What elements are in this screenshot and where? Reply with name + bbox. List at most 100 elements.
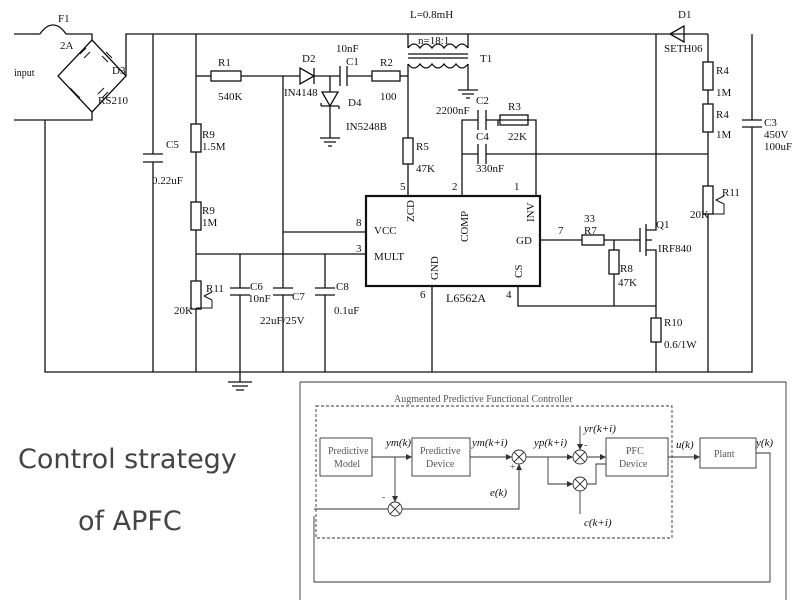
circuit-wires bbox=[14, 24, 762, 391]
signal-u-k: u(k) bbox=[676, 439, 694, 451]
ic-pin-inv: INV bbox=[525, 202, 537, 222]
caption-line-2: of APFC bbox=[78, 506, 182, 537]
ic-pin-number-1: 1 bbox=[514, 181, 520, 193]
circuit-labels: F1 2A input D3 RS210 R1 540K D2 IN4148 1… bbox=[14, 9, 792, 351]
label-r5-value: 47K bbox=[416, 163, 435, 175]
label-c2-value: 2200nF bbox=[436, 105, 470, 117]
label-r11-right: R11 bbox=[722, 187, 740, 199]
label-q1-value: IRF840 bbox=[658, 243, 692, 255]
label-r10: R10 bbox=[664, 317, 683, 329]
ic-pin-cs: CS bbox=[513, 265, 525, 278]
ic-pin-number-3: 3 bbox=[356, 243, 362, 255]
label-d4: D4 bbox=[348, 97, 362, 109]
label-r11-left: R11 bbox=[206, 283, 224, 295]
summing-junction-4 bbox=[387, 501, 403, 517]
block-pfc-device-line-1: PFC bbox=[626, 446, 644, 457]
label-r11-left-value: 20K bbox=[174, 305, 193, 317]
label-c7-value: 22uF/25V bbox=[260, 315, 305, 327]
label-d2: D2 bbox=[302, 53, 315, 65]
label-r9-top-value: 1.5M bbox=[202, 141, 226, 153]
label-turns-ratio: n=18:1 bbox=[418, 35, 449, 47]
summing-junction-2 bbox=[572, 449, 588, 465]
ic-pin-number-2: 2 bbox=[452, 181, 458, 193]
label-r7: R7 bbox=[584, 225, 597, 237]
ic-pin-number-5: 5 bbox=[400, 181, 406, 193]
label-r9-bottom: R9 bbox=[202, 205, 215, 217]
label-f1-value: 2A bbox=[60, 40, 74, 52]
label-r3-value: 22K bbox=[508, 131, 527, 143]
block-predictive-model-line-1: Predictive bbox=[328, 446, 369, 457]
block-predictive-model bbox=[319, 437, 373, 477]
label-d1: D1 bbox=[678, 9, 691, 21]
ic-pin-number-4: 4 bbox=[506, 289, 512, 301]
block-pfc-device bbox=[605, 437, 669, 477]
label-d2-value: IN4148 bbox=[284, 87, 318, 99]
label-r8-value: 47K bbox=[618, 277, 637, 289]
label-c8: C8 bbox=[336, 281, 349, 293]
caption-line-1: Control strategy bbox=[18, 444, 237, 475]
label-c2: C2 bbox=[476, 95, 489, 107]
block-predictive-device-line-2: Device bbox=[426, 459, 455, 470]
label-r3: R3 bbox=[508, 101, 521, 113]
label-r10-value: 0.6/1W bbox=[664, 339, 697, 351]
label-r1-value: 540K bbox=[218, 91, 243, 103]
label-c3-value: 100uF bbox=[764, 141, 792, 153]
label-c6: C6 bbox=[250, 281, 263, 293]
ic-pin-number-7: 7 bbox=[558, 225, 564, 237]
summing-junction-3 bbox=[572, 476, 588, 492]
label-c4-value: 330nF bbox=[476, 163, 504, 175]
block-plant-label: Plant bbox=[714, 449, 735, 460]
signal-ym-k: ym(k) bbox=[385, 437, 411, 449]
signal-c-k-i: c(k+i) bbox=[584, 517, 612, 529]
block-predictive-device-line-1: Predictive bbox=[420, 446, 461, 457]
block-predictive-model-line-2: Model bbox=[334, 459, 360, 470]
label-r7-value: 33 bbox=[584, 213, 596, 225]
label-t1: T1 bbox=[480, 53, 492, 65]
label-r4-top: R4 bbox=[716, 65, 729, 77]
ic-pin-number-8: 8 bbox=[356, 217, 362, 229]
label-r9-top: R9 bbox=[202, 129, 215, 141]
label-r4-bottom: R4 bbox=[716, 109, 729, 121]
label-c3: C3 bbox=[764, 117, 777, 129]
label-c5: C5 bbox=[166, 139, 179, 151]
label-rs210: RS210 bbox=[98, 95, 128, 107]
label-f1: F1 bbox=[58, 13, 70, 25]
signal-yr-k-i: yr(k+i) bbox=[583, 423, 616, 435]
label-input: input bbox=[14, 68, 35, 79]
label-r2: R2 bbox=[380, 57, 393, 69]
signal-ym-k-i: ym(k+i) bbox=[471, 437, 508, 449]
label-c5-value: 0.22uF bbox=[152, 175, 183, 187]
ic-pin-comp: COMP bbox=[459, 211, 471, 242]
controller-diagram: Augmented Predictive Functional Controll… bbox=[299, 381, 787, 600]
label-r1: R1 bbox=[218, 57, 231, 69]
label-c8-value: 0.1uF bbox=[334, 305, 359, 317]
ic-pin-mult: MULT bbox=[374, 251, 404, 263]
label-c7: C7 bbox=[292, 291, 305, 303]
ic-name: L6562A bbox=[446, 291, 486, 305]
label-c1: C1 bbox=[346, 56, 359, 68]
label-d1-value: SETH06 bbox=[664, 43, 703, 55]
ic-pin-vcc: VCC bbox=[374, 225, 397, 237]
label-q1: Q1 bbox=[656, 219, 669, 231]
sign-minus-junction-2: - bbox=[584, 440, 587, 451]
label-c6-value: 10nF bbox=[248, 293, 271, 305]
controller-title: Augmented Predictive Functional Controll… bbox=[394, 394, 573, 405]
label-inductance: L=0.8mH bbox=[410, 9, 453, 21]
sign-plus-junction-1: + bbox=[510, 462, 516, 473]
label-c1-value: 10nF bbox=[336, 43, 359, 55]
ic-pin-gnd: GND bbox=[429, 256, 441, 280]
caption: Control strategy of APFC bbox=[18, 444, 237, 537]
ic-pin-zcd: ZCD bbox=[405, 200, 417, 222]
sign-minus-junction-4: - bbox=[382, 492, 385, 503]
label-r9-bottom-value: 1M bbox=[202, 217, 218, 229]
label-c4: C4 bbox=[476, 131, 489, 143]
label-r11-right-value: 20K bbox=[690, 209, 709, 221]
label-d3: D3 bbox=[112, 65, 126, 77]
label-c3-voltage: 450V bbox=[764, 129, 789, 141]
label-r2-value: 100 bbox=[380, 91, 397, 103]
signal-y-k: y(k) bbox=[755, 437, 773, 449]
ic-pin-number-6: 6 bbox=[420, 289, 426, 301]
block-pfc-device-line-2: Device bbox=[619, 459, 648, 470]
